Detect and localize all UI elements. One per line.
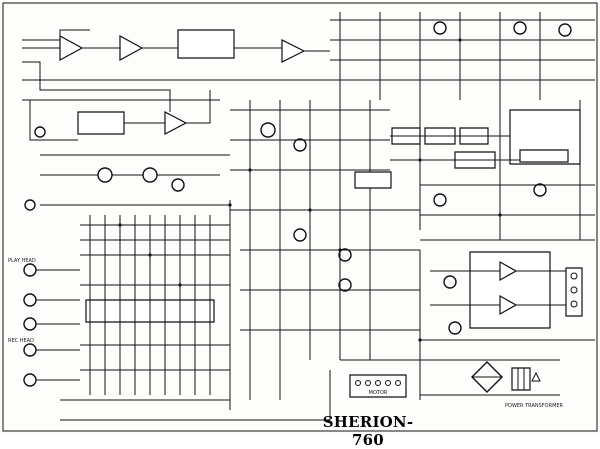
motor-label: MOTOR [369,390,388,396]
border [3,3,597,431]
junctions [118,38,502,342]
top-strip [330,12,595,100]
schematic-title: SHERION-760 [322,413,414,449]
left-jacks [24,127,80,386]
motor-connector: MOTOR [60,360,420,420]
power-transformer-label: POWER TRANSFORMER [505,403,564,409]
opamp-section-top-left [22,30,330,140]
play-head-label: PLAY HEAD [8,258,36,264]
transistor-stage [40,155,230,205]
circuit-schematic: POWER TRANSFORMER MOTOR PLAY HEAD REC HE… [0,0,600,435]
right-mid [420,184,595,240]
ic-bus-area [60,200,230,410]
rec-head-label: REC HEAD [8,338,34,344]
power-supply: POWER TRANSFORMER [420,360,564,409]
right-control-blocks [390,100,580,240]
center-section [230,100,420,400]
power-amp-area [420,250,595,400]
